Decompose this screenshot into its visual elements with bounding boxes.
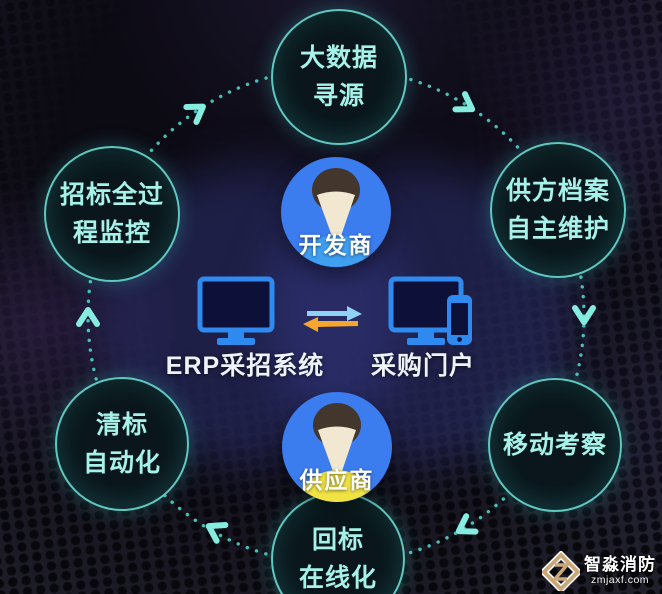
ring-node-supplier-archive: 供方档案 自主维护	[490, 142, 626, 278]
node-label: 自主维护	[505, 215, 610, 243]
watermark: 智淼消防 zmjaxf.com	[542, 551, 656, 591]
chevron-arrow-icons	[76, 91, 596, 544]
chevron-arrow-icon	[455, 513, 479, 535]
ring-node-big-data-sourcing: 大数据 寻源	[271, 9, 407, 145]
supplier-label: 供应商	[299, 467, 375, 493]
arrow-left	[303, 317, 358, 332]
ring-node-bidding-process-monitoring: 招标全过 程监控	[44, 146, 180, 282]
node-label: 招标全过	[59, 181, 164, 209]
chevron-arrow-icon	[452, 91, 476, 113]
sync-arrows-icon	[303, 306, 362, 332]
node-label: 移动考察	[502, 431, 607, 459]
arrow-right	[307, 306, 362, 321]
procurement-portal-label: 采购门户	[370, 352, 475, 380]
chevron-arrow-icon	[572, 305, 596, 325]
watermark-url: zmjaxf.com	[590, 573, 650, 586]
dotted-circle-path	[86, 66, 586, 566]
supplier-avatar: 供应商	[282, 392, 392, 502]
person-icon	[299, 168, 373, 267]
diamond-z-logo-icon	[542, 551, 580, 591]
chevron-arrow-icon	[76, 307, 100, 327]
desktop-monitor-icon	[197, 276, 275, 345]
node-label: 大数据	[299, 44, 378, 72]
node-label: 清标	[95, 411, 148, 439]
ring-node-bid-return-online: 回标 在线化	[271, 492, 405, 594]
erp-system-label: ERP采招系统	[165, 352, 325, 380]
node-label: 供方档案	[505, 177, 610, 205]
watermark-brand: 智淼消防	[584, 554, 656, 574]
node-label: 程监控	[72, 219, 151, 247]
ring-node-mobile-inspection: 移动考察	[488, 378, 622, 512]
node-label: 回标	[311, 526, 364, 554]
node-label: 自动化	[82, 449, 161, 477]
person-icon	[300, 403, 374, 502]
developer-label: 开发商	[298, 232, 374, 258]
node-label: 寻源	[312, 82, 365, 110]
ring-node-bid-clearing-automation: 清标 自动化	[55, 377, 189, 511]
chevron-arrow-icon	[205, 522, 229, 544]
desktop-and-phone-icon	[388, 276, 472, 345]
chevron-arrow-icon	[183, 103, 206, 125]
developer-avatar: 开发商	[281, 157, 391, 267]
node-label: 在线化	[298, 564, 377, 592]
